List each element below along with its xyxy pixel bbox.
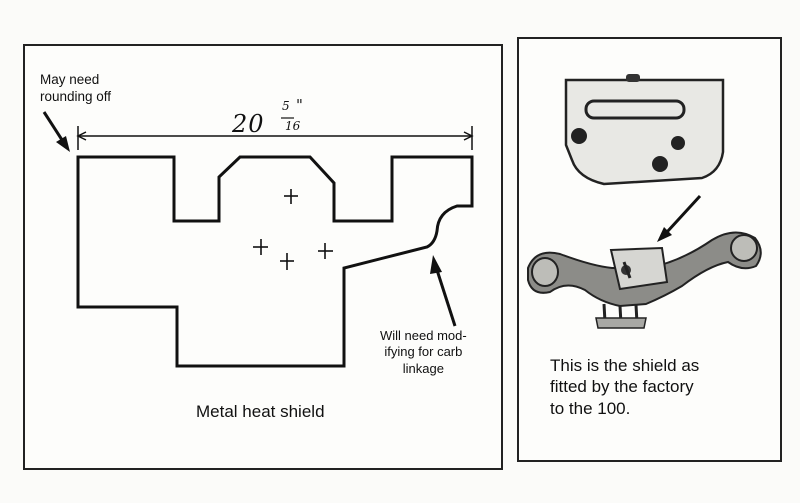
cross-mark <box>280 253 294 270</box>
location-marks <box>253 189 333 270</box>
dimension-whole: 20 <box>232 110 265 138</box>
cross-mark <box>284 189 298 204</box>
photo-arrow <box>657 194 702 242</box>
dimension-unit: " <box>296 96 303 114</box>
rounding-arrow <box>42 111 70 152</box>
dimension-numerator: 5 <box>282 99 290 113</box>
right-caption-line-1: This is the shield as <box>550 356 700 375</box>
right-caption-line-3: to the 100. <box>550 398 631 418</box>
right-caption: This is the shield as fitted by the fact… <box>550 355 699 419</box>
rounding-note: May need rounding off <box>40 72 111 106</box>
carb-note: Will need mod- ifying for carb linkage <box>380 328 467 377</box>
carb-note-line-2: ifying for carb <box>384 344 463 360</box>
rounding-note-line-1: May need <box>40 72 100 87</box>
dimension-line <box>76 126 474 150</box>
shield-closeup-photo <box>564 74 725 186</box>
carb-note-line-3: linkage <box>402 360 444 376</box>
carb-arrow <box>430 255 457 327</box>
manifold-photo <box>527 231 762 329</box>
carb-note-line-1: Will need mod- <box>380 328 467 343</box>
left-diagram-panel <box>23 44 503 470</box>
cross-mark <box>318 243 333 259</box>
right-caption-line-2: fitted by the factory <box>550 377 694 397</box>
rounding-note-line-2: rounding off <box>40 88 112 104</box>
dimension-denominator: 16 <box>285 119 301 133</box>
left-caption: Metal heat shield <box>196 402 325 421</box>
cross-mark <box>253 239 268 255</box>
heat-shield-outline <box>76 155 474 368</box>
